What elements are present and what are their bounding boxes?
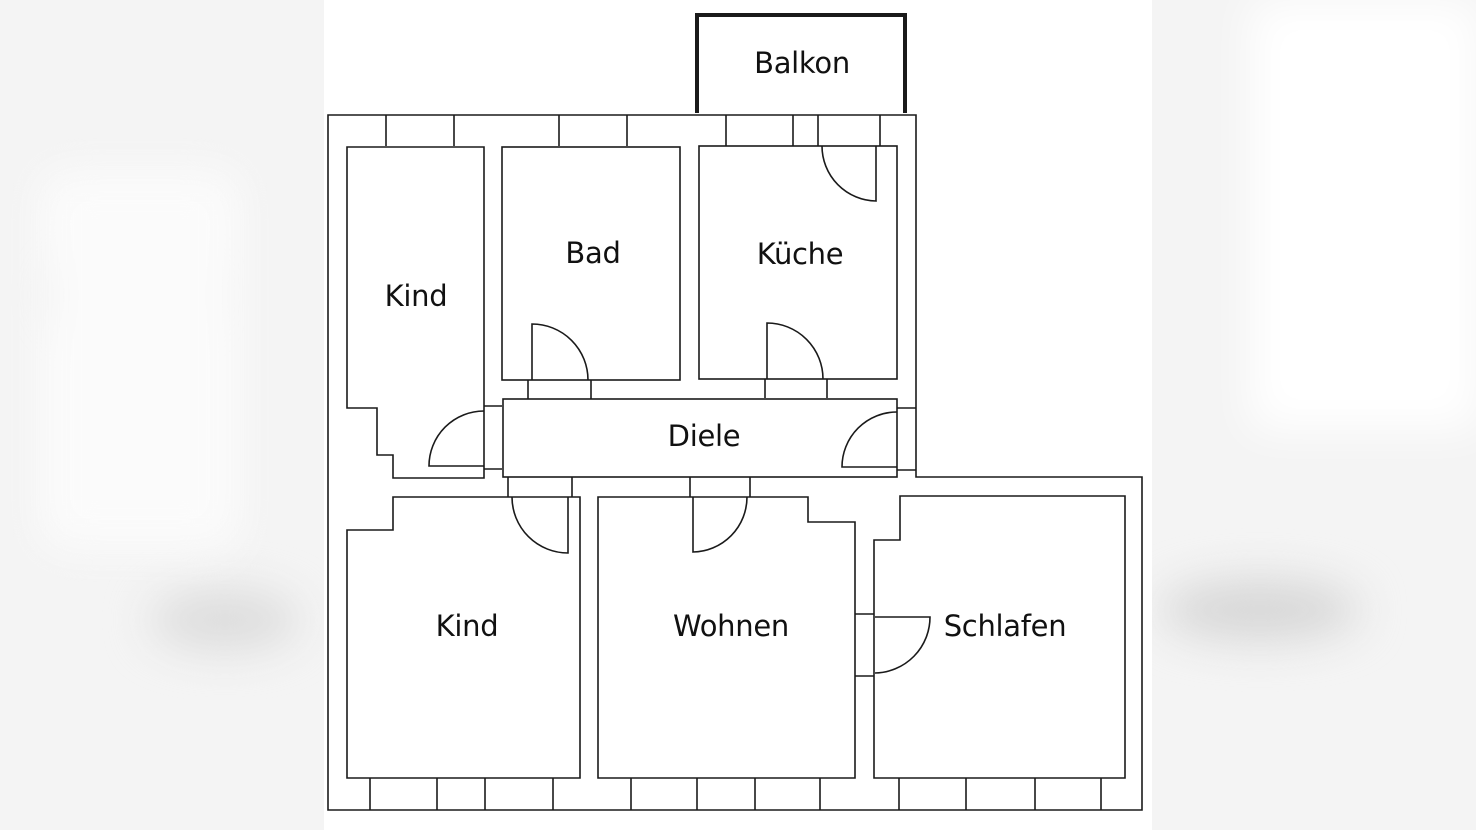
room-label-kueche: Küche [756, 237, 844, 271]
room-label-wohnen: Wohnen [673, 609, 789, 643]
room-kueche [698, 145, 898, 380]
blur-shape [150, 590, 300, 650]
room-label-balkon: Balkon [754, 46, 850, 80]
outer-wall [327, 114, 1143, 811]
room-label-diele: Diele [667, 419, 741, 453]
balcony-outline [695, 13, 907, 113]
room-label-schlafen: Schlafen [943, 609, 1067, 643]
room-kind-top [346, 146, 485, 479]
room-label-kind-top: Kind [384, 279, 448, 313]
blur-shape [40, 170, 240, 550]
blur-shape [1250, 0, 1476, 430]
room-schlafen [873, 495, 1126, 779]
room-label-kind-bottom: Kind [435, 609, 499, 643]
room-wohnen [597, 496, 856, 779]
room-label-bad: Bad [565, 236, 621, 270]
blur-shape [1160, 580, 1360, 640]
room-diele [502, 398, 898, 478]
room-kind-bottom [346, 496, 581, 779]
